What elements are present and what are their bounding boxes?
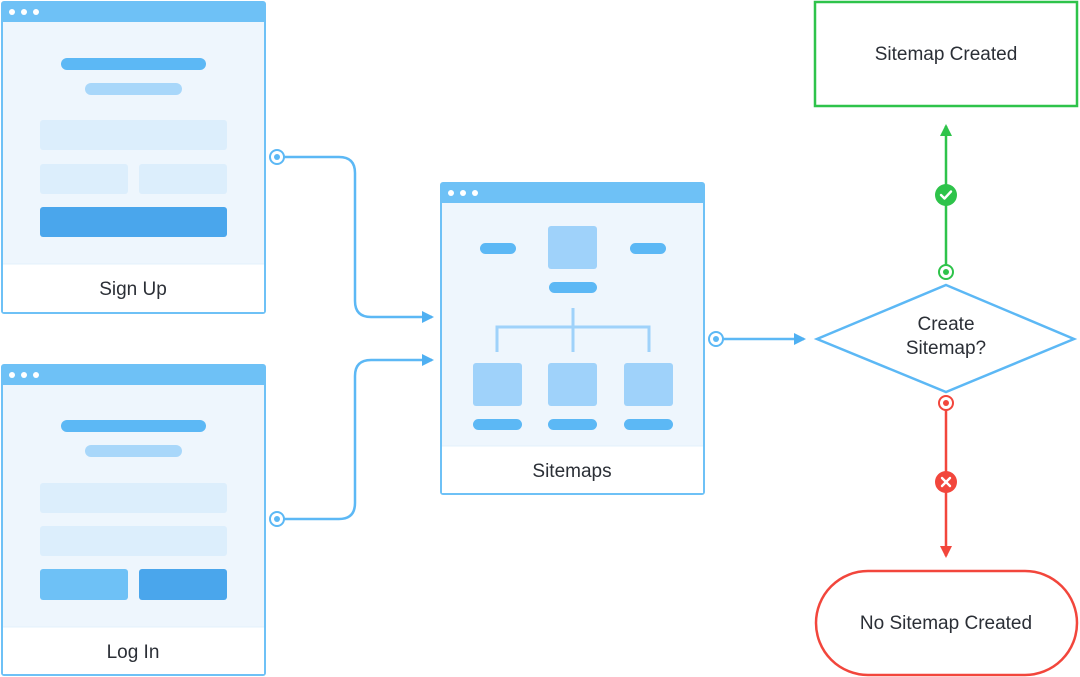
connector-signup-to-sitemaps [269,149,434,323]
login-subheading-placeholder [85,445,182,457]
login-field-placeholder [40,483,227,513]
outcome-no-sitemap-created: No Sitemap Created [814,569,1079,677]
window-dot-icon [9,372,15,378]
sitemap-child-node [473,363,522,406]
checkmark-icon [935,184,957,206]
signup-field-placeholder [40,120,227,150]
sitemap-child-node [624,363,673,406]
window-dot-icon [33,9,39,15]
outcome-sitemap-created: Sitemap Created [813,0,1079,108]
window-dot-icon [472,190,478,196]
signup-field-placeholder [139,164,227,194]
window-dot-icon [460,190,466,196]
decision-label-line1: Create [917,314,974,335]
decision-label-line2: Sitemap? [906,338,986,359]
signup-subheading-placeholder [85,83,182,95]
window-dot-icon [21,372,27,378]
window-dot-icon [33,372,39,378]
sitemap-child-caption [473,419,522,430]
sitemaps-caption-area [442,446,703,493]
signup-titlebar [2,2,265,22]
connector-decision-no [935,395,957,558]
window-dot-icon [9,9,15,15]
login-heading-placeholder [61,420,206,432]
connector-login-to-sitemaps [269,354,434,527]
window-dot-icon [448,190,454,196]
signup-submit-placeholder [40,207,227,237]
sitemap-root-caption [549,282,597,293]
sitemap-tree-connector [495,308,651,352]
login-label: Log In [107,642,160,663]
login-field-placeholder [40,526,227,556]
sitemaps-label: Sitemaps [532,461,611,482]
login-titlebar [2,365,265,385]
close-icon [935,471,957,493]
signup-heading-placeholder [61,58,206,70]
outcome-yes-label: Sitemap Created [875,44,1018,65]
signup-caption-area [3,264,264,312]
sitemap-pill-placeholder [630,243,666,254]
sitemap-pill-placeholder [480,243,516,254]
login-screen: Log In [1,364,266,676]
outcome-no-label: No Sitemap Created [860,613,1032,634]
signup-screen: Sign Up [1,1,266,314]
login-button-placeholder [40,569,128,600]
signup-label: Sign Up [99,279,167,300]
sitemap-child-caption [624,419,673,430]
sitemaps-screen: Sitemaps [440,182,705,495]
signup-field-placeholder [40,164,128,194]
decision-diamond: Create Sitemap? [813,283,1078,394]
sitemap-child-node [548,363,597,406]
connector-sitemaps-to-decision [708,331,806,347]
connector-decision-yes [935,124,957,280]
window-dot-icon [21,9,27,15]
sitemap-root-node [548,226,597,269]
sitemaps-titlebar [441,183,704,203]
login-button-placeholder [139,569,227,600]
sitemap-child-caption [548,419,597,430]
login-caption-area [3,627,264,674]
